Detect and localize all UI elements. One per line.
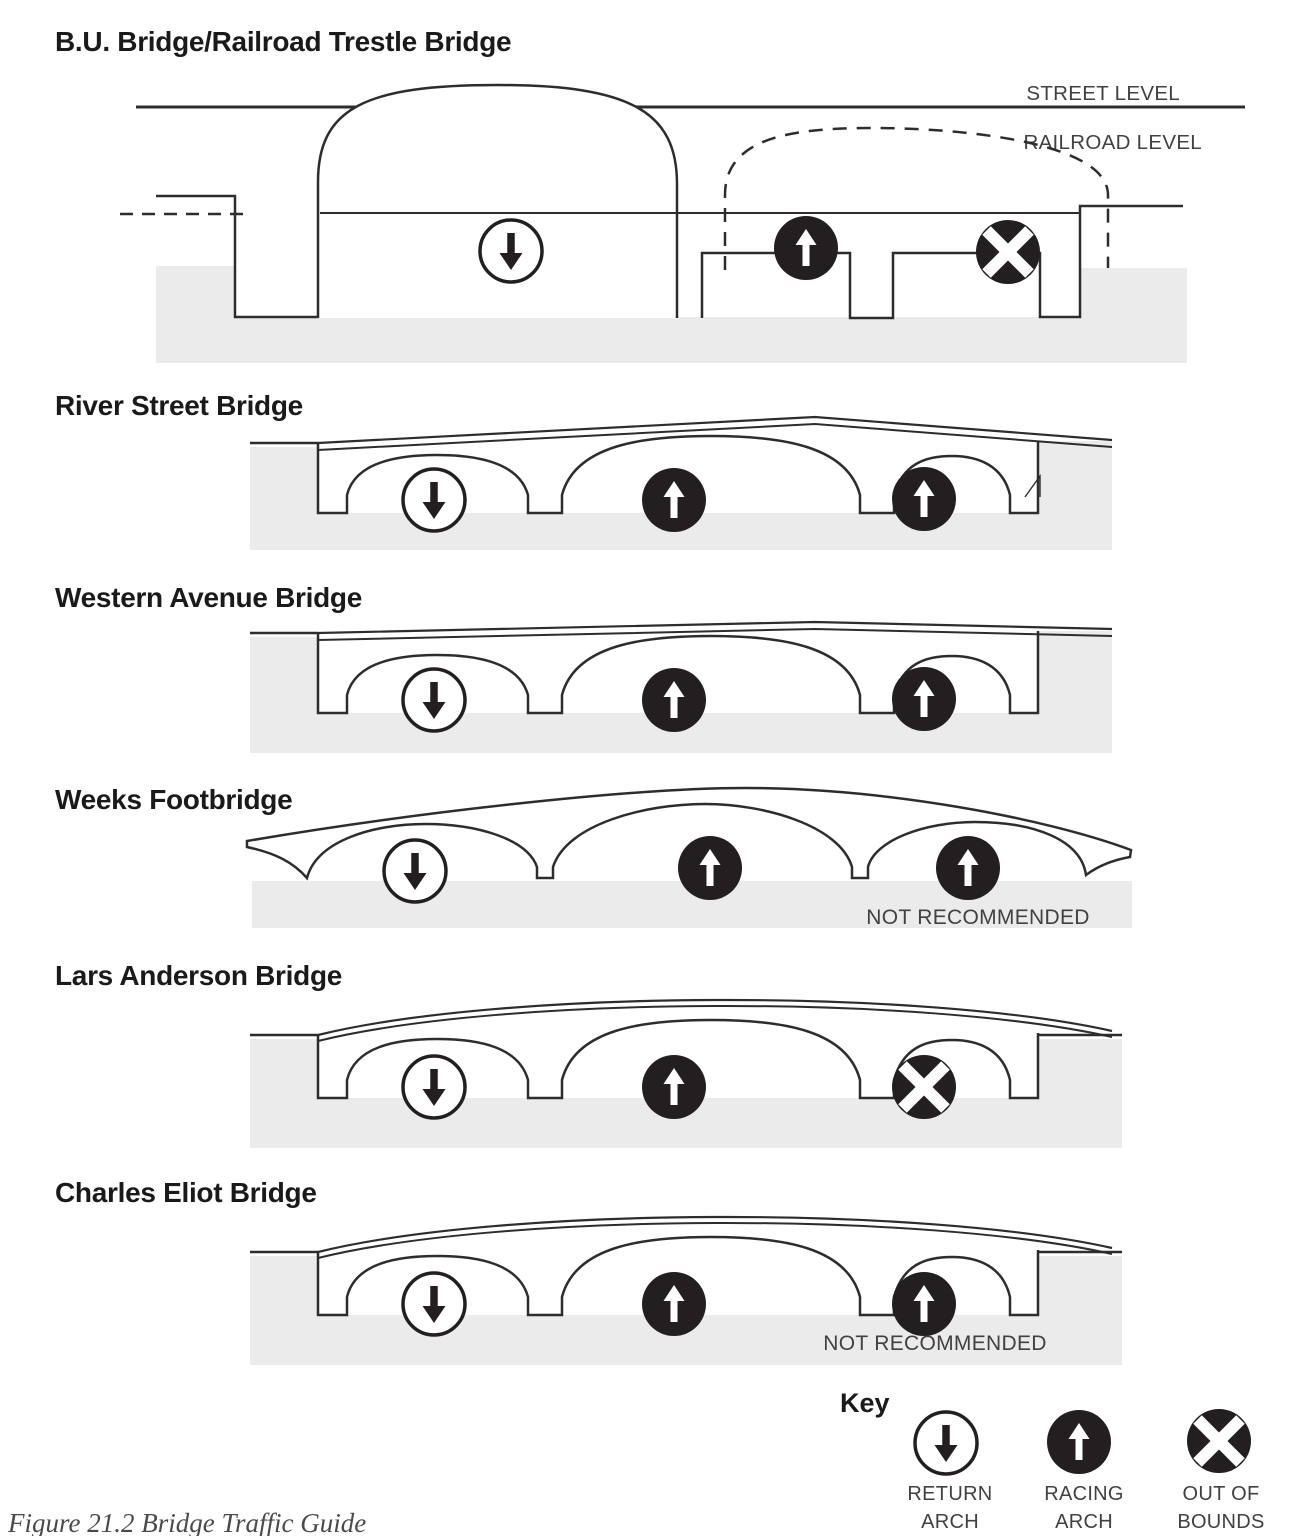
lars-anderson-bridge-title: Lars Anderson Bridge xyxy=(55,960,343,991)
street-level-label: STREET LEVEL xyxy=(1026,82,1180,105)
key-title: Key xyxy=(840,1388,890,1418)
deck-top-line xyxy=(317,1215,1113,1254)
river-street-bridge-diagram xyxy=(250,415,1113,550)
water-riverbed xyxy=(250,441,1112,550)
arches-outline xyxy=(316,631,1040,715)
deck-top-line xyxy=(317,415,1113,445)
western-avenue-bridge-diagram xyxy=(250,620,1113,753)
out-of-bounds-icon xyxy=(892,1055,956,1119)
key-oob-label-line2: BOUNDS xyxy=(1177,1511,1264,1533)
bu-arch-fill xyxy=(318,85,677,318)
river-street-bridge-title: River Street Bridge xyxy=(55,390,303,421)
deck-top-line xyxy=(317,998,1113,1037)
water-riverbed xyxy=(250,631,1112,753)
abutment-mark xyxy=(1024,473,1041,498)
lars-anderson-bridge-diagram xyxy=(250,998,1122,1148)
racing-arch-icon xyxy=(1047,1410,1111,1474)
charles-eliot-bridge-diagram: NOT RECOMMENDED xyxy=(250,1215,1122,1365)
footbridge-silhouette xyxy=(245,786,1133,881)
key-return-label-line2: ARCH xyxy=(921,1511,979,1533)
racing-arch-icon xyxy=(892,1272,956,1336)
key-return-label-line1: RETURN xyxy=(907,1483,992,1505)
out-of-bounds-icon xyxy=(976,220,1040,284)
racing-arch-icon xyxy=(892,667,956,731)
arches-outline xyxy=(316,434,1040,515)
deck-fascia-line xyxy=(317,1004,1113,1042)
return-arch-icon xyxy=(480,220,542,282)
water-riverbed xyxy=(156,266,1187,363)
arches-outline xyxy=(316,1235,1040,1317)
return-arch-icon xyxy=(384,840,446,902)
key-legend: Key RETURN ARCH RACING ARCH OUT OF BOUND… xyxy=(840,1388,1264,1533)
charles-eliot-bridge-title: Charles Eliot Bridge xyxy=(55,1177,317,1208)
arches-outline xyxy=(316,1018,1040,1100)
racing-arch-icon xyxy=(936,836,1000,900)
figure-caption: Figure 21.2 Bridge Traffic Guide xyxy=(8,1508,367,1536)
racing-arch-icon xyxy=(642,668,706,732)
deck-top-line xyxy=(317,620,1113,635)
bu-bridge-diagram: STREET LEVEL RAILROAD LEVEL xyxy=(120,82,1245,363)
return-arch-icon xyxy=(915,1412,977,1474)
out-of-bounds-icon xyxy=(1187,1409,1251,1473)
water-riverbed xyxy=(250,1039,1122,1148)
racing-arch-icon xyxy=(892,467,956,531)
left-bank-outline xyxy=(156,194,318,319)
not-recommended-label: NOT RECOMMENDED xyxy=(866,906,1089,929)
not-recommended-label: NOT RECOMMENDED xyxy=(823,1332,1046,1355)
return-arch-icon xyxy=(403,669,465,731)
bu-arch-outline xyxy=(316,83,679,318)
deck-fascia-line xyxy=(317,627,1113,641)
return-arch-icon xyxy=(403,469,465,531)
deck-fascia-line xyxy=(317,1221,1113,1259)
water-riverbed xyxy=(250,1256,1122,1365)
return-arch-icon xyxy=(403,1273,465,1335)
racing-arch-icon xyxy=(642,1055,706,1119)
key-oob-label-line1: OUT OF xyxy=(1183,1483,1260,1505)
racing-arch-icon xyxy=(678,836,742,900)
bu-bridge-title: B.U. Bridge/Railroad Trestle Bridge xyxy=(55,26,512,57)
weeks-footbridge-title: Weeks Footbridge xyxy=(55,784,293,815)
western-avenue-bridge-title: Western Avenue Bridge xyxy=(55,582,362,613)
railroad-level-label: RAILROAD LEVEL xyxy=(1023,131,1202,154)
racing-arch-icon xyxy=(642,468,706,532)
racing-arch-icon xyxy=(774,216,838,280)
deck-fascia-line xyxy=(317,422,1113,451)
return-arch-icon xyxy=(403,1056,465,1118)
key-racing-label-line2: ARCH xyxy=(1055,1511,1113,1533)
key-racing-label-line1: RACING xyxy=(1044,1483,1124,1505)
racing-arch-icon xyxy=(642,1272,706,1336)
weeks-footbridge-diagram: NOT RECOMMENDED xyxy=(245,786,1133,929)
